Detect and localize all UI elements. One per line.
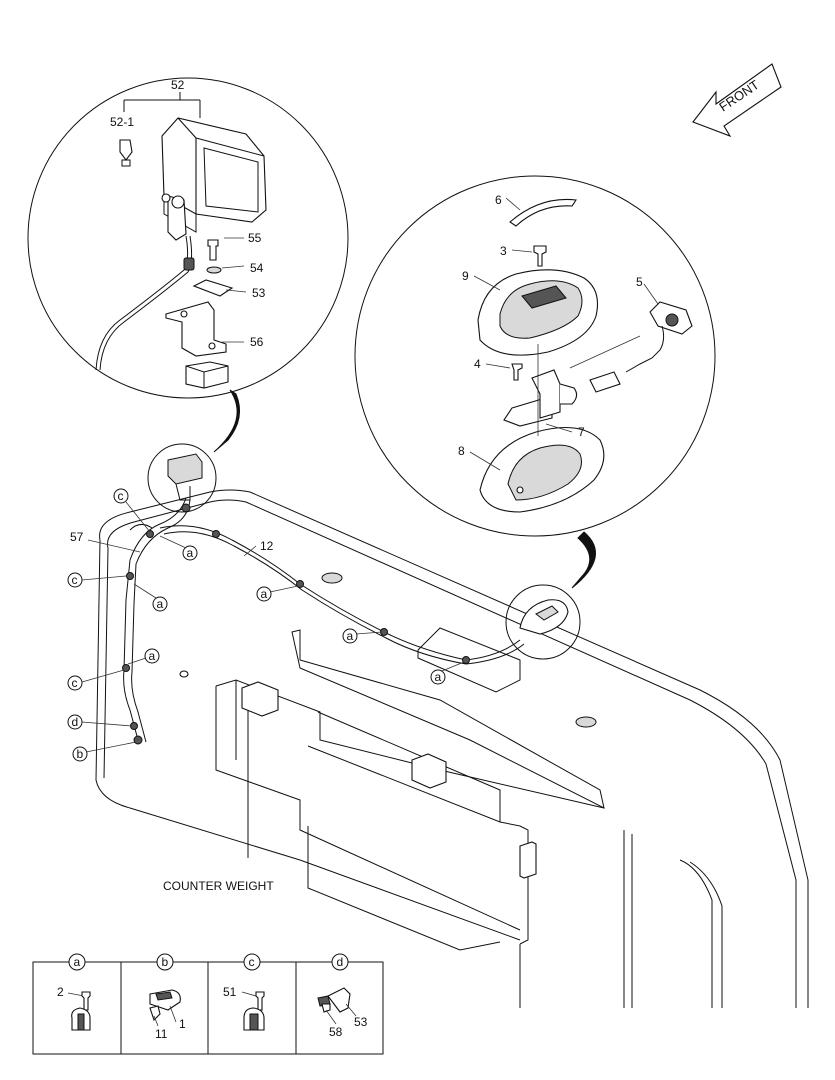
svg-text:d: d (337, 955, 344, 969)
clip-tag-a: a (342, 628, 383, 644)
svg-text:a: a (435, 670, 442, 684)
legend-b-part-11: 11 (155, 1027, 168, 1041)
harness-clips (122, 503, 470, 745)
legend-a-part-2: 2 (57, 985, 64, 999)
part-57-label: 57 (70, 530, 84, 544)
svg-text:a: a (347, 629, 354, 643)
wiring-harness (123, 497, 525, 743)
svg-text:a: a (261, 587, 268, 601)
clip-tag-c: c (67, 669, 125, 691)
beacon-connector-arrow (571, 531, 596, 589)
headlight-connector-arrow (213, 389, 241, 453)
clip-tag-a: a (430, 661, 465, 685)
legend-cell-d: d 53 58 (317, 953, 368, 1039)
part-8-label: 8 (458, 444, 465, 458)
svg-text:d: d (72, 715, 79, 729)
clip-tags: c a c a a a a (67, 488, 465, 762)
legend-d-part-58: 58 (329, 1025, 343, 1039)
clip-tag-b: b (72, 741, 137, 762)
svg-text:b: b (162, 955, 169, 969)
clip-tag-c: c (67, 572, 127, 588)
clip-tag-a: a (127, 648, 160, 665)
part-56-label: 56 (250, 335, 264, 349)
counter-weight-body (95, 489, 809, 1008)
svg-text:c: c (249, 955, 255, 969)
svg-text:c: c (118, 489, 124, 503)
headlight-detail (27, 77, 349, 399)
part-4-label: 4 (474, 357, 481, 371)
legend-b-part-1: 1 (179, 1017, 186, 1031)
svg-text:a: a (157, 597, 164, 611)
part-5-label: 5 (636, 275, 643, 289)
legend-cell-b: b 1 11 (149, 953, 186, 1041)
clip-tag-a: a (133, 583, 168, 612)
beacon-detail (354, 175, 716, 537)
svg-text:a: a (74, 955, 81, 969)
part-53-label: 53 (252, 286, 266, 300)
legend-cell-c: c 51 (223, 953, 265, 1031)
clip-tag-a: a (256, 585, 299, 602)
legend-c-part-51: 51 (223, 985, 237, 999)
counter-weight-label: COUNTER WEIGHT (163, 879, 274, 893)
part-55-label: 55 (248, 231, 262, 245)
svg-text:a: a (187, 546, 194, 560)
clip-tag-c: c (113, 488, 151, 533)
part-12-label: 12 (260, 539, 274, 553)
front-arrow-icon: FRONT (692, 63, 782, 138)
legend-d-part-53: 53 (354, 1015, 368, 1029)
part-6-label: 6 (495, 193, 502, 207)
part-7-label: 7 (578, 425, 585, 439)
part-54-label: 54 (250, 261, 264, 275)
part-52-label: 52 (171, 78, 185, 92)
legend-cell-a: a 2 (57, 953, 91, 1031)
headlight-location-callout (147, 443, 217, 513)
clip-legend-table: a 2 b 1 11 c 51 (32, 953, 384, 1055)
svg-text:b: b (77, 747, 84, 761)
svg-text:c: c (72, 676, 78, 690)
part-9-label: 9 (462, 269, 469, 283)
beacon-location-callout (505, 584, 581, 660)
clip-tag-d: d (67, 714, 133, 730)
clip-tag-a: a (159, 535, 198, 561)
part-3-label: 3 (500, 244, 507, 258)
svg-text:a: a (149, 649, 156, 663)
part-52-1-label: 52-1 (110, 115, 134, 129)
svg-text:c: c (72, 573, 78, 587)
part-numbers: 52 52-1 55 54 53 56 6 3 9 5 4 7 8 57 12 (70, 78, 643, 553)
